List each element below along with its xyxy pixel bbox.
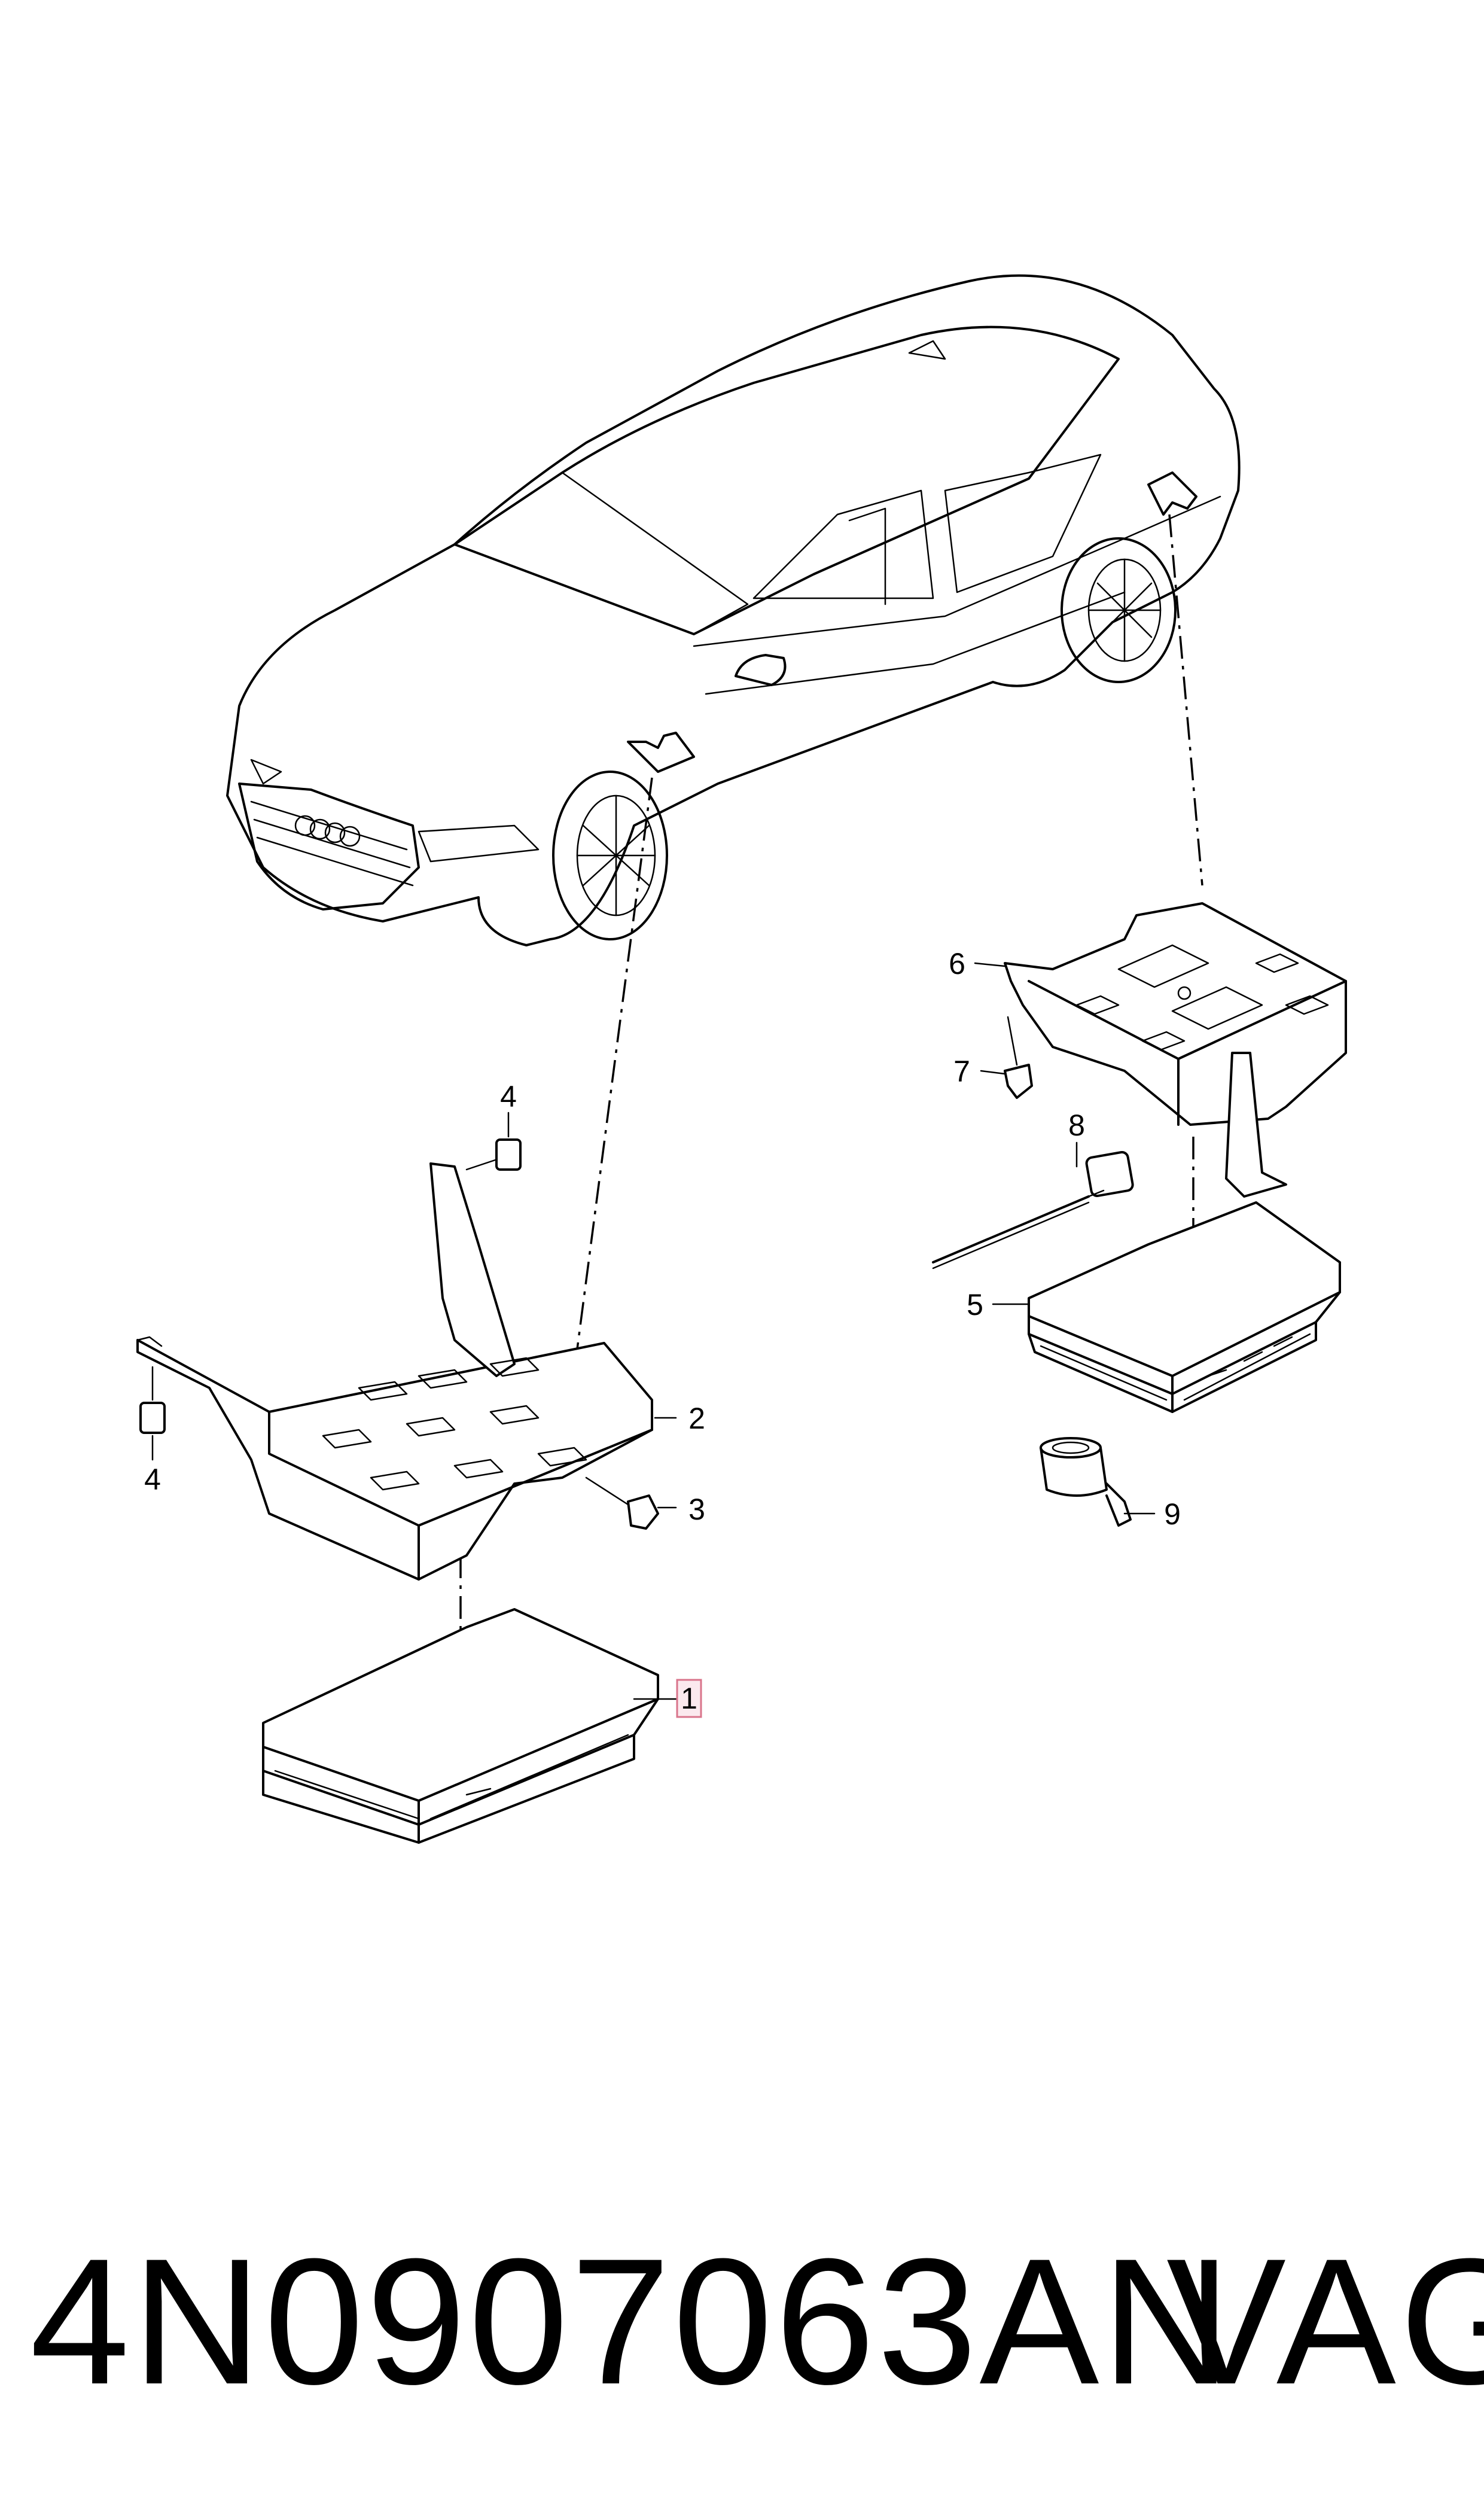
part-2-mounting-bracket [136, 1162, 653, 1581]
part-8-cable-with-connector [932, 1150, 1134, 1269]
callout-1-highlight [676, 1679, 702, 1718]
part-7-clip [1004, 1016, 1033, 1099]
callout-3: 3 [688, 1493, 705, 1526]
car-illustration [226, 274, 1241, 946]
callout-leaders [151, 962, 1156, 1700]
callout-6: 6 [949, 947, 965, 981]
part-6-mounting-bracket [1004, 902, 1347, 1198]
part-9-adhesive-tape-roll [1040, 1437, 1132, 1527]
callout-numbers: 1 2 3 4 4 5 6 7 8 9 [144, 947, 1181, 1718]
brand-label: VAG [1166, 2221, 1484, 2422]
part-4-bolt-upper [465, 1138, 522, 1171]
callout-5: 5 [967, 1288, 983, 1322]
part-3-clip-nut [585, 1476, 659, 1530]
callout-2: 2 [688, 1402, 705, 1435]
callout-9: 9 [1164, 1497, 1181, 1531]
part-1-control-module [262, 1608, 659, 1844]
part-number-label: 4N0907063AN [30, 2221, 1234, 2422]
part-4-bolt-lower [139, 1366, 166, 1434]
callout-1: 1 [681, 1682, 697, 1715]
callout-4-lower: 4 [144, 1463, 161, 1496]
exploded-parts-diagram: 1 2 3 4 4 5 6 7 8 9 [136, 274, 1347, 1844]
part-5-control-module [1028, 1201, 1341, 1413]
callout-7: 7 [953, 1055, 970, 1088]
callout-4-upper: 4 [500, 1080, 517, 1113]
assembly-leader-lines [459, 514, 1203, 1699]
callout-8: 8 [1068, 1109, 1085, 1142]
